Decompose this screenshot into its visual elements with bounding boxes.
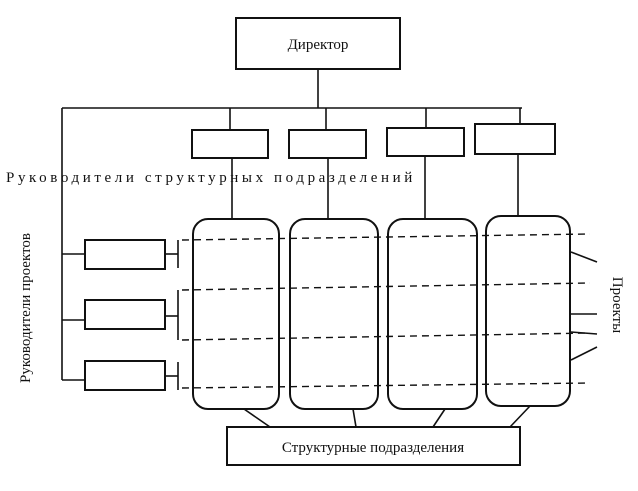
unit-column bbox=[289, 218, 379, 410]
structural-heads-caption: Руководители структурных подразделений bbox=[6, 170, 416, 186]
unit-column bbox=[485, 215, 571, 407]
director-label: Директор bbox=[288, 37, 349, 53]
structural-unit-columns bbox=[192, 215, 571, 410]
project-head-box bbox=[84, 299, 166, 330]
project-head-box bbox=[84, 360, 166, 391]
structural-units-label: Структурные подразделения bbox=[282, 440, 464, 456]
project-heads bbox=[84, 239, 166, 391]
director-node: Директор bbox=[235, 17, 401, 70]
director-connectors bbox=[61, 69, 522, 380]
project-head-box bbox=[84, 239, 166, 270]
structural-units-node: Структурные подразделения bbox=[226, 426, 521, 466]
structural-head-box bbox=[386, 127, 465, 157]
unit-bottom-connectors bbox=[243, 405, 531, 428]
structural-head-box bbox=[288, 129, 367, 159]
projects-caption: Проекты bbox=[609, 277, 625, 333]
unit-column bbox=[192, 218, 280, 410]
head-unit-connectors bbox=[231, 154, 519, 219]
unit-column bbox=[387, 218, 478, 410]
project-head-connectors bbox=[62, 240, 179, 390]
structural-units-box bbox=[226, 426, 521, 466]
structural-head-box bbox=[191, 129, 269, 159]
director-box bbox=[235, 17, 401, 70]
project-heads-caption: Руководители проектов bbox=[18, 233, 34, 383]
project-lines bbox=[181, 233, 591, 389]
structural-head-box bbox=[474, 123, 556, 155]
structural-heads bbox=[191, 123, 556, 159]
projects-bracket bbox=[570, 251, 598, 361]
